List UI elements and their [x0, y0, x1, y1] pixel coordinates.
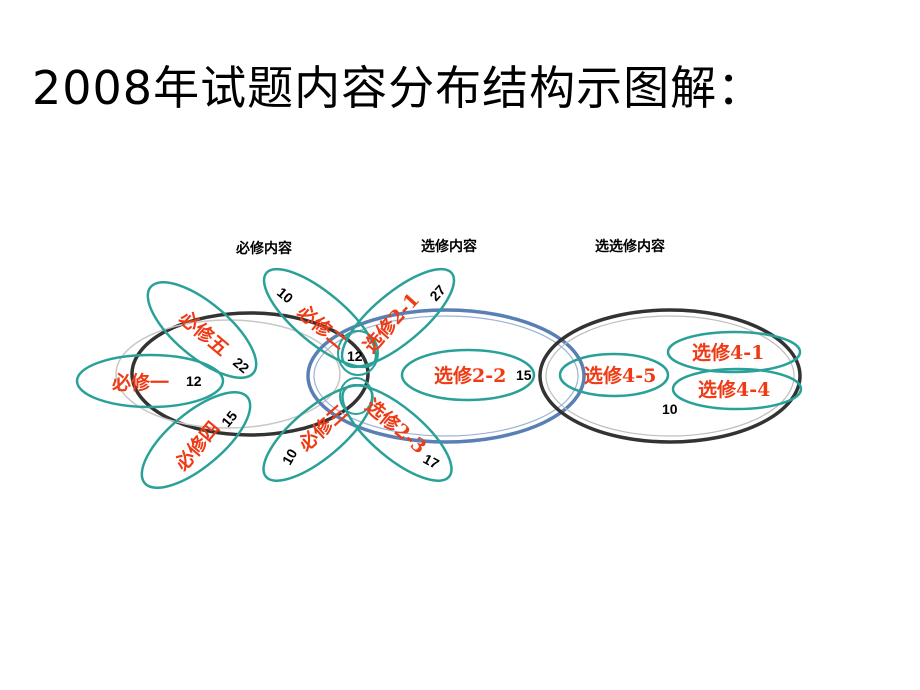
- petal-elective-4-1: [666, 330, 802, 374]
- petal-elective-2-3: [341, 384, 453, 482]
- label-elective-4-4: 选修4-4: [698, 378, 770, 401]
- label-elective-2-3: 选修2-3: [361, 394, 431, 458]
- elective-ring: [306, 308, 586, 444]
- petal-elective-4-5: [558, 352, 670, 398]
- value-elective-2-3: 17: [421, 451, 442, 473]
- value-module-1: 12: [186, 373, 202, 389]
- value-module-2: 10: [274, 284, 296, 306]
- page-title: 2008年试题内容分布结构示图解：: [32, 61, 765, 115]
- petal-elective-4-4: [671, 367, 803, 411]
- label-module-1: 必修一: [111, 371, 169, 394]
- value-module-4: 15: [218, 408, 240, 430]
- group-label-compulsory: 必修内容: [235, 240, 292, 257]
- value-module-5: 22: [230, 354, 252, 376]
- compulsory-ring-shadow: [115, 319, 341, 429]
- center-circle: [337, 330, 379, 376]
- compulsory-ring: [130, 311, 370, 437]
- elective-ring-inner: [313, 315, 579, 437]
- value-elective-2-2: 15: [516, 367, 532, 383]
- label-elective-4-1: 选修4-1: [692, 341, 764, 364]
- selective-elective-ring: [538, 308, 802, 444]
- selective-elective-ring-inner: [545, 315, 795, 437]
- petal-module-5: [146, 280, 258, 380]
- value-center: 12: [347, 348, 363, 364]
- value-selective-elective: 10: [662, 401, 678, 417]
- petal-elective-2-2: [400, 348, 536, 402]
- petal-elective-2-1: [340, 267, 456, 369]
- group-label-selective-elective: 选选修内容: [595, 238, 665, 255]
- label-elective-2-2: 选修2-2: [434, 364, 506, 387]
- label-elective-4-5: 选修4-5: [584, 364, 656, 387]
- value-module-3: 10: [279, 446, 301, 468]
- group-label-elective: 选修内容: [421, 238, 477, 255]
- petal-module-1: [75, 353, 225, 409]
- petal-module-4: [140, 390, 252, 490]
- center-lower-circle: [339, 377, 373, 415]
